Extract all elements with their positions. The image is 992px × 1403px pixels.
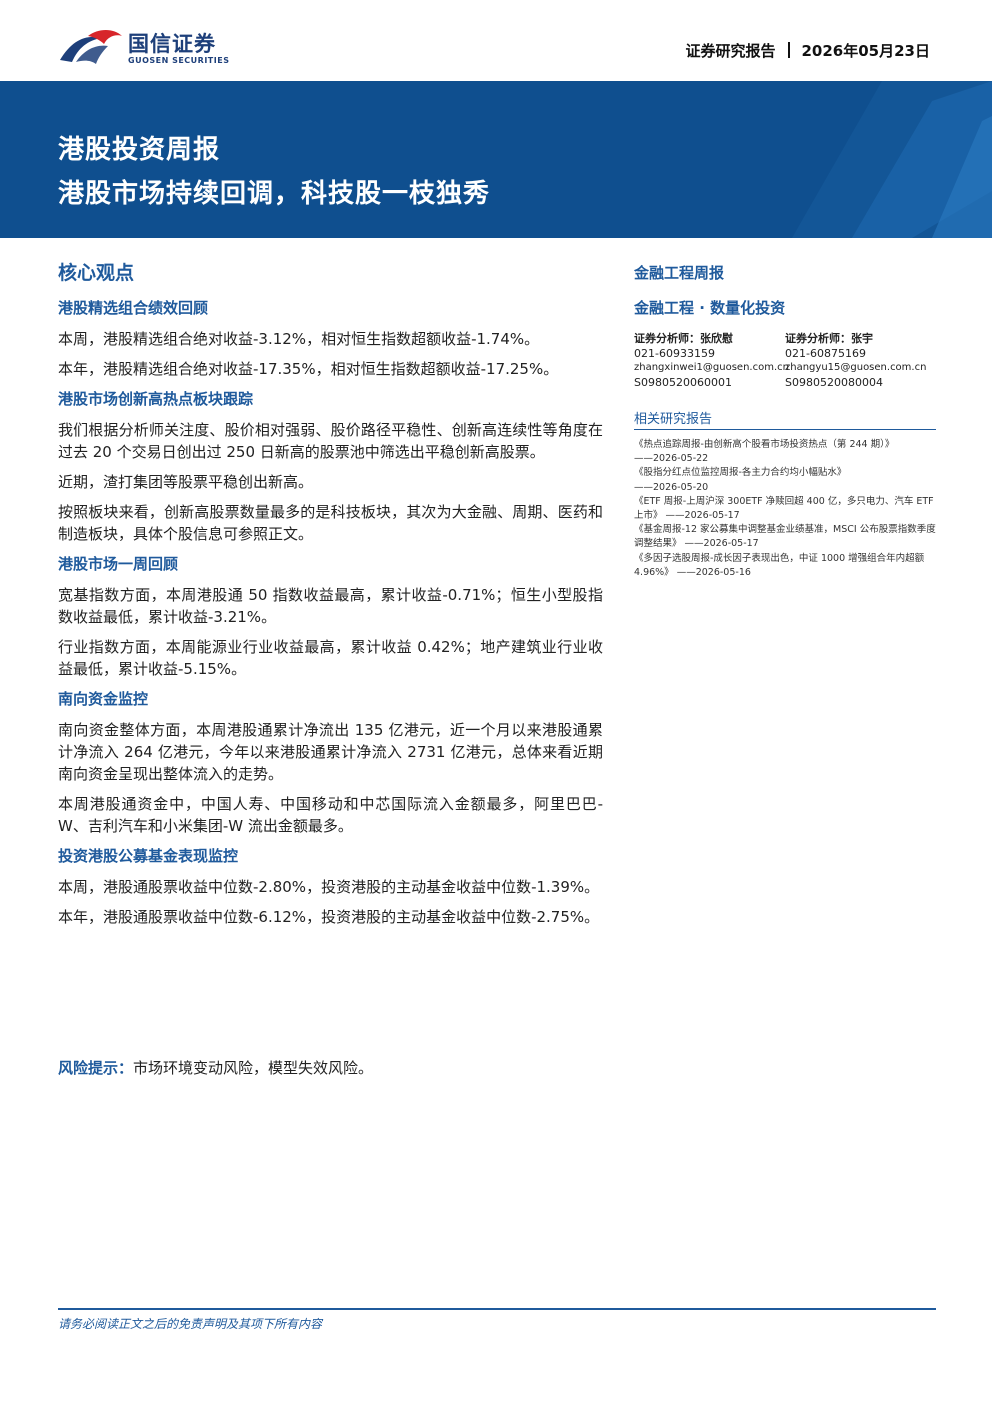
paragraph: 本年，港股精选组合绝对收益-17.35%，相对恒生指数超额收益-17.25%。 (58, 360, 559, 378)
section-title: 港股精选组合绩效回顾 (58, 299, 209, 317)
related-reports-list: 《热点追踪周报-由创新高个股看市场投资热点（第 244 期）》 ——2026-0… (634, 438, 936, 580)
analyst-license: S0980520060001 (634, 375, 732, 389)
analyst-card: 证券分析师：张欣慰 021-60933159 zhangxinwei1@guos… (634, 332, 789, 390)
paragraph: 宽基指数方面，本周港股通 50 指数收益最高，累计收益-0.71%；恒生小型股指… (58, 586, 603, 626)
footer-divider (58, 1308, 936, 1310)
paragraph: 本年，港股通股票收益中位数-6.12%，投资港股的主动基金收益中位数-2.75%… (58, 908, 600, 926)
report-date: 2026年05月23日 (801, 42, 931, 60)
logo-text-en: GUOSEN SECURITIES (128, 56, 230, 65)
report-meta: 证券研究报告 2026年05月23日 (685, 40, 930, 61)
section-title: 港股市场创新高热点板块跟踪 (58, 390, 254, 408)
footer-disclaimer: 请务必阅读正文之后的免责声明及其项下所有内容 (58, 1317, 323, 1331)
section-title: 南向资金监控 (58, 690, 149, 708)
analyst-name: 证券分析师：张宇 (785, 332, 873, 345)
related-reports-title: 相关研究报告 (634, 408, 936, 430)
section-title: 投资港股公募基金表现监控 (58, 847, 239, 865)
logo-text-cn: 国信证券 (128, 32, 216, 56)
analyst-list: 证券分析师：张欣慰 021-60933159 zhangxinwei1@guos… (634, 332, 936, 390)
paragraph: 按照板块来看，创新高股票数量最多的是科技板块，其次为大金融、周期、医药和制造板块… (58, 503, 603, 543)
paragraph: 行业指数方面，本周能源业行业收益最高，累计收益 0.42%；地产建筑业行业收益最… (58, 638, 603, 678)
report-series: 金融工程周报 (634, 264, 725, 282)
analyst-email[interactable]: zhangxinwei1@guosen.com.cn (634, 362, 789, 373)
paragraph: 近期，渣打集团等股票平稳创出新高。 (58, 473, 314, 491)
analyst-name: 证券分析师：张欣慰 (634, 332, 733, 345)
core-views: 核心观点 港股精选组合绩效回顾 本周，港股精选组合绝对收益-3.12%，相对恒生… (58, 258, 603, 936)
section-fund-monitor: 投资港股公募基金表现监控 本周，港股通股票收益中位数-2.80%，投资港股的主动… (58, 845, 603, 928)
analyst-phone: 021-60875169 (785, 346, 866, 360)
section-portfolio-review: 港股精选组合绩效回顾 本周，港股精选组合绝对收益-3.12%，相对恒生指数超额收… (58, 297, 603, 380)
related-report-item[interactable]: 《基金周报-12 家公募集中调整基金业绩基准，MSCI 公布股票指数季度调整结果… (634, 524, 936, 550)
paragraph: 本周，港股精选组合绝对收益-3.12%，相对恒生指数超额收益-1.74%。 (58, 330, 540, 348)
paragraph: 本周，港股通股票收益中位数-2.80%，投资港股的主动基金收益中位数-1.39%… (58, 878, 600, 896)
analyst-phone: 021-60933159 (634, 346, 715, 360)
related-report-item[interactable]: 《ETF 周报-上周沪深 300ETF 净赎回超 400 亿，多只电力、汽车 E… (634, 495, 934, 522)
related-report-item[interactable]: 《多因子选股周报-成长因子表现出色，中证 1000 增强组合年内超额 4.96%… (634, 552, 925, 578)
analyst-email[interactable]: zhangyu15@guosen.com.cn (785, 362, 927, 373)
risk-text: 市场环境变动风险，模型失效风险。 (133, 1059, 374, 1077)
header-divider (787, 42, 790, 58)
sidebar: 金融工程周报 金融工程 · 数量化投资 证券分析师：张欣慰 021-609331… (634, 262, 936, 580)
paragraph: 我们根据分析师关注度、股价相对强弱、股价路径平稳性、创新高连续性等角度在过去 2… (58, 421, 603, 461)
title-banner: 港股投资周报 港股市场持续回调，科技股一枝独秀 (0, 81, 992, 238)
section-weekly-review: 港股市场一周回顾 宽基指数方面，本周港股通 50 指数收益最高，累计收益-0.7… (58, 553, 603, 680)
report-category: 金融工程 · 数量化投资 (634, 299, 786, 317)
banner-decoration (792, 81, 992, 238)
guosen-logo-icon (60, 30, 122, 64)
paragraph: 南向资金整体方面，本周港股通累计净流出 135 亿港元，近一个月以来港股通累计净… (58, 721, 603, 783)
analyst-license: S0980520080004 (785, 375, 883, 389)
risk-label: 风险提示： (58, 1059, 134, 1077)
risk-warning: 风险提示：市场环境变动风险，模型失效风险。 (58, 1057, 373, 1078)
analyst-card: 证券分析师：张宇 021-60875169 zhangyu15@guosen.c… (785, 332, 936, 390)
report-type: 证券研究报告 (685, 42, 776, 60)
core-views-title: 核心观点 (58, 262, 135, 284)
report-subtitle: 港股市场持续回调，科技股一枝独秀 (58, 179, 491, 209)
report-title: 港股投资周报 (58, 135, 221, 165)
related-report-date: ——2026-05-20 (634, 481, 709, 493)
related-report-item[interactable]: 《热点追踪周报-由创新高个股看市场投资热点（第 244 期）》 (634, 439, 895, 450)
section-title: 港股市场一周回顾 (58, 555, 179, 573)
section-southbound-flow: 南向资金监控 南向资金整体方面，本周港股通累计净流出 135 亿港元，近一个月以… (58, 688, 603, 837)
paragraph: 本周港股通资金中，中国人寿、中国移动和中芯国际流入金额最多，阿里巴巴-W、吉利汽… (58, 795, 603, 835)
section-new-high-tracking: 港股市场创新高热点板块跟踪 我们根据分析师关注度、股价相对强弱、股价路径平稳性、… (58, 388, 603, 545)
related-report-date: ——2026-05-22 (634, 453, 709, 465)
company-logo: 国信证券 GUOSEN SECURITIES (58, 24, 258, 70)
related-report-item[interactable]: 《股指分红点位监控周报-各主力合约均小幅贴水》 (634, 467, 847, 479)
